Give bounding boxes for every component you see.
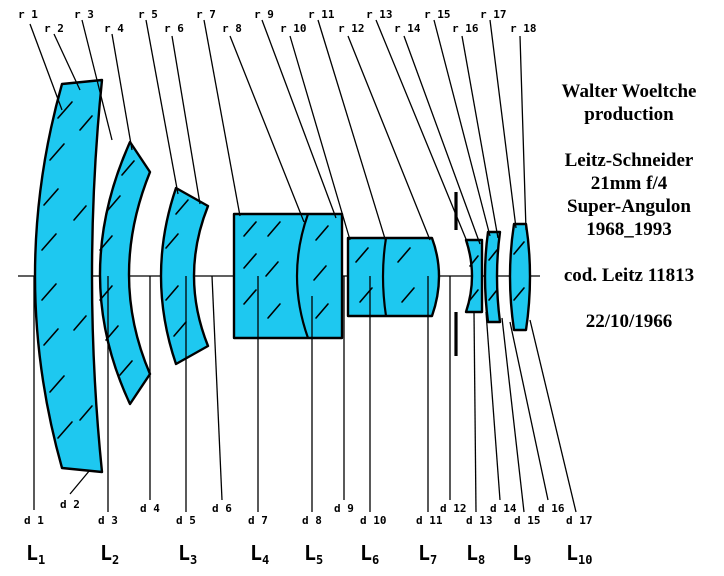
radius-label: r 11 [308,8,335,21]
distance-label: d 8 [302,514,322,527]
lens-element-L10 [508,222,532,332]
years-line: 1968_1993 [586,219,672,240]
distance-label: d 12 [440,502,467,515]
radius-label: r 3 [74,8,94,21]
element-label: L1 [26,541,45,567]
distance-label: d 6 [212,502,232,515]
distance-label: d 1 [24,514,44,527]
lens-element-L1 [33,78,104,474]
spec-line: 21mm f/4 [590,173,668,194]
distance-label: d 7 [248,514,268,527]
radius-label: r 1 [18,8,38,21]
radius-label: r 13 [366,8,393,21]
author-sub-line: production [584,104,674,125]
element-label: L9 [512,541,531,567]
radius-label: r 4 [104,22,124,35]
distance-label: d 15 [514,514,541,527]
element-label: L10 [566,541,593,567]
lens-info-panel: Walter Woeltche production Leitz-Schneid… [536,80,722,333]
radius-label: r 14 [394,22,421,35]
element-label: L2 [100,541,119,567]
radius-leaders [29,19,527,245]
element-label: L6 [360,541,379,567]
lens-element-L6-L7 [346,236,441,318]
distance-label: d 16 [538,502,565,515]
lens-element-L8 [464,238,484,314]
maker-line: Leitz-Schneider [564,150,694,171]
distance-leaders [33,275,577,513]
distance-label: d 17 [566,514,593,527]
date-line: 22/10/1966 [585,311,673,332]
element-label: L3 [178,541,197,567]
distance-label: d 2 [60,498,80,511]
distance-label: d 10 [360,514,387,527]
distance-label: d 14 [490,502,517,515]
radius-label: r 12 [338,22,365,35]
distance-label: d 9 [334,502,354,515]
code-line: cod. Leitz 11813 [563,265,695,286]
distance-labels: d 1 d 2 d 3 d 4 d 5 d 6 d 7 d 8 d 9 d 10… [24,498,593,527]
radius-label: r 8 [222,22,242,35]
distance-label: d 4 [140,502,160,515]
distance-label: d 13 [466,514,493,527]
distance-label: d 5 [176,514,196,527]
radius-label: r 16 [452,22,479,35]
radius-label: r 10 [280,22,307,35]
radius-label: r 2 [44,22,64,35]
element-label: L4 [250,541,269,567]
lens-element-L9 [483,230,502,324]
lens-element-L3 [159,186,210,366]
lens-element-L4-L5 [232,212,344,340]
element-label: L5 [304,541,323,567]
author-line: Walter Woeltche [561,81,697,102]
distance-label: d 11 [416,514,443,527]
model-line: Super-Angulon [567,196,691,217]
radius-label: r 18 [510,22,537,35]
radius-label: r 7 [196,8,216,21]
radius-label: r 6 [164,22,184,35]
radius-label: r 5 [138,8,158,21]
distance-label: d 3 [98,514,118,527]
radius-label: r 17 [480,8,507,21]
radius-label: r 15 [424,8,451,21]
radius-labels: r 1 r 2 r 3 r 4 r 5 r 6 r 7 r 8 r 9 r 10… [18,8,537,35]
radius-label: r 9 [254,8,274,21]
element-labels: L1 L2 L3 L4 L5 L6 L7 L8 L9 L10 [26,541,593,567]
element-label: L8 [466,541,485,567]
element-label: L7 [418,541,437,567]
